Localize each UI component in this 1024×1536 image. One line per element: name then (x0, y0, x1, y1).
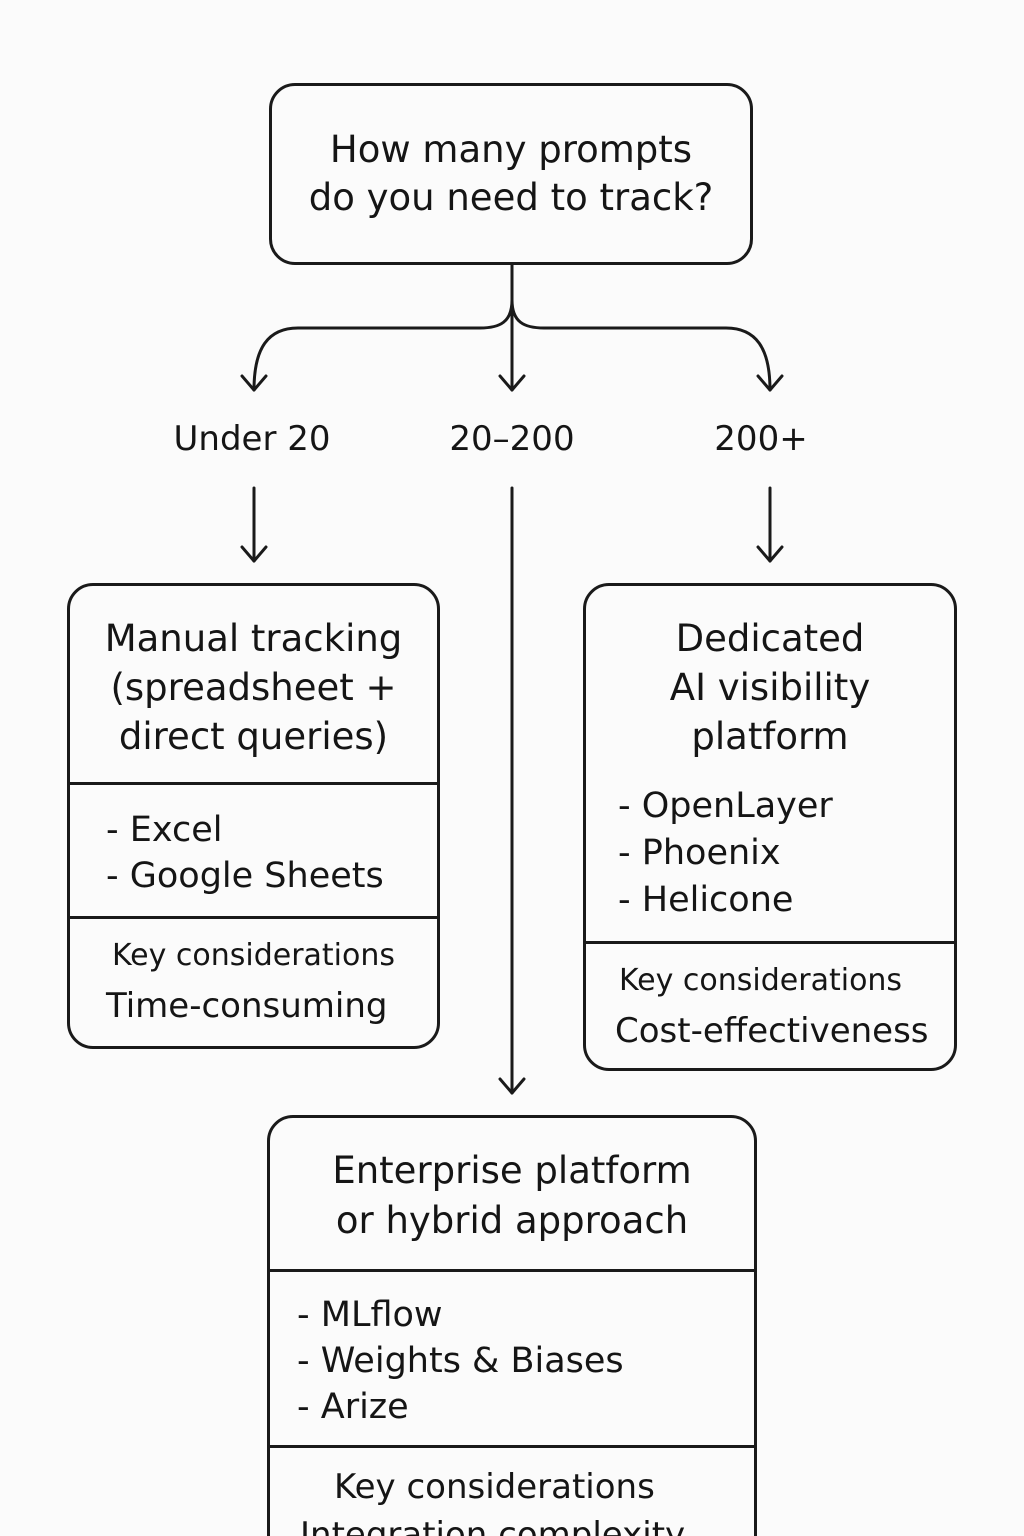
dedicated-title-line-1: Dedicated (675, 617, 865, 660)
enterprise-tool-item: - Arize (297, 1387, 409, 1427)
question-line-1: How many prompts (329, 128, 693, 171)
branch-label-20-200: 20–200 (449, 419, 575, 459)
branch-label-200-plus: 200+ (714, 419, 808, 459)
enterprise-considerations-label: Key considerations (334, 1467, 655, 1507)
enterprise-considerations-value: Integration complexity (300, 1515, 686, 1536)
dedicated-considerations-label: Key considerations (619, 963, 903, 998)
arrowhead-mid-top (498, 374, 526, 392)
enterprise-tool-item: - Weights & Biases (297, 1341, 624, 1381)
enterprise-tools-list: - MLflow - Weights & Biases - Arize (270, 1269, 754, 1445)
dedicated-tools-list: - OpenLayer - Phoenix - Helicone (586, 783, 954, 924)
arrowhead-dedicated (756, 545, 784, 563)
question-line-2: do you need to track? (308, 176, 714, 219)
arrowhead-enterprise (498, 1077, 526, 1095)
dedicated-considerations-value: Cost-effectiveness (615, 1011, 929, 1051)
manual-title-line-2: (spreadsheet + (110, 666, 397, 709)
manual-title-line-1: Manual tracking (104, 617, 403, 660)
dedicated-platform-box: Dedicated AI visibility platform - OpenL… (583, 583, 957, 1071)
manual-considerations-label: Key considerations (111, 938, 396, 973)
arrowhead-under20-top (240, 374, 268, 392)
manual-title: Manual tracking (spreadsheet + direct qu… (70, 586, 437, 782)
enterprise-title-line-1: Enterprise platform (332, 1149, 692, 1192)
manual-tool-item: - Excel (106, 810, 223, 850)
dedicated-tool-item: - Phoenix (618, 833, 781, 873)
dedicated-tool-item: - Helicone (618, 880, 794, 920)
dedicated-tool-item: - OpenLayer (618, 786, 833, 826)
manual-tool-item: - Google Sheets (106, 856, 384, 896)
dedicated-title: Dedicated AI visibility platform - OpenL… (586, 586, 954, 941)
connector-left-curve (252, 298, 514, 392)
enterprise-title: Enterprise platform or hybrid approach (270, 1118, 754, 1269)
arrowhead-manual (240, 545, 268, 563)
branch-label-under-20: Under 20 (173, 419, 331, 459)
enterprise-tool-item: - MLflow (297, 1295, 443, 1335)
enterprise-considerations: Key considerations Integration complexit… (270, 1445, 754, 1536)
connector-right-curve (510, 298, 772, 392)
enterprise-platform-box: Enterprise platform or hybrid approach -… (267, 1115, 757, 1536)
question-box: How many prompts do you need to track? (269, 83, 753, 265)
dedicated-title-line-2: AI visibility (669, 666, 871, 709)
dedicated-considerations: Key considerations Cost-effectiveness (586, 941, 954, 1053)
manual-considerations-value: Time-consuming (106, 986, 388, 1026)
manual-title-line-3: direct queries) (118, 715, 389, 758)
arrowhead-over200-top (756, 374, 784, 392)
manual-tools-list: - Excel - Google Sheets (70, 782, 437, 916)
manual-considerations: Key considerations Time-consuming (70, 916, 437, 1028)
manual-tracking-box: Manual tracking (spreadsheet + direct qu… (67, 583, 440, 1049)
enterprise-title-line-2: or hybrid approach (335, 1199, 689, 1242)
dedicated-title-line-3: platform (691, 715, 849, 758)
